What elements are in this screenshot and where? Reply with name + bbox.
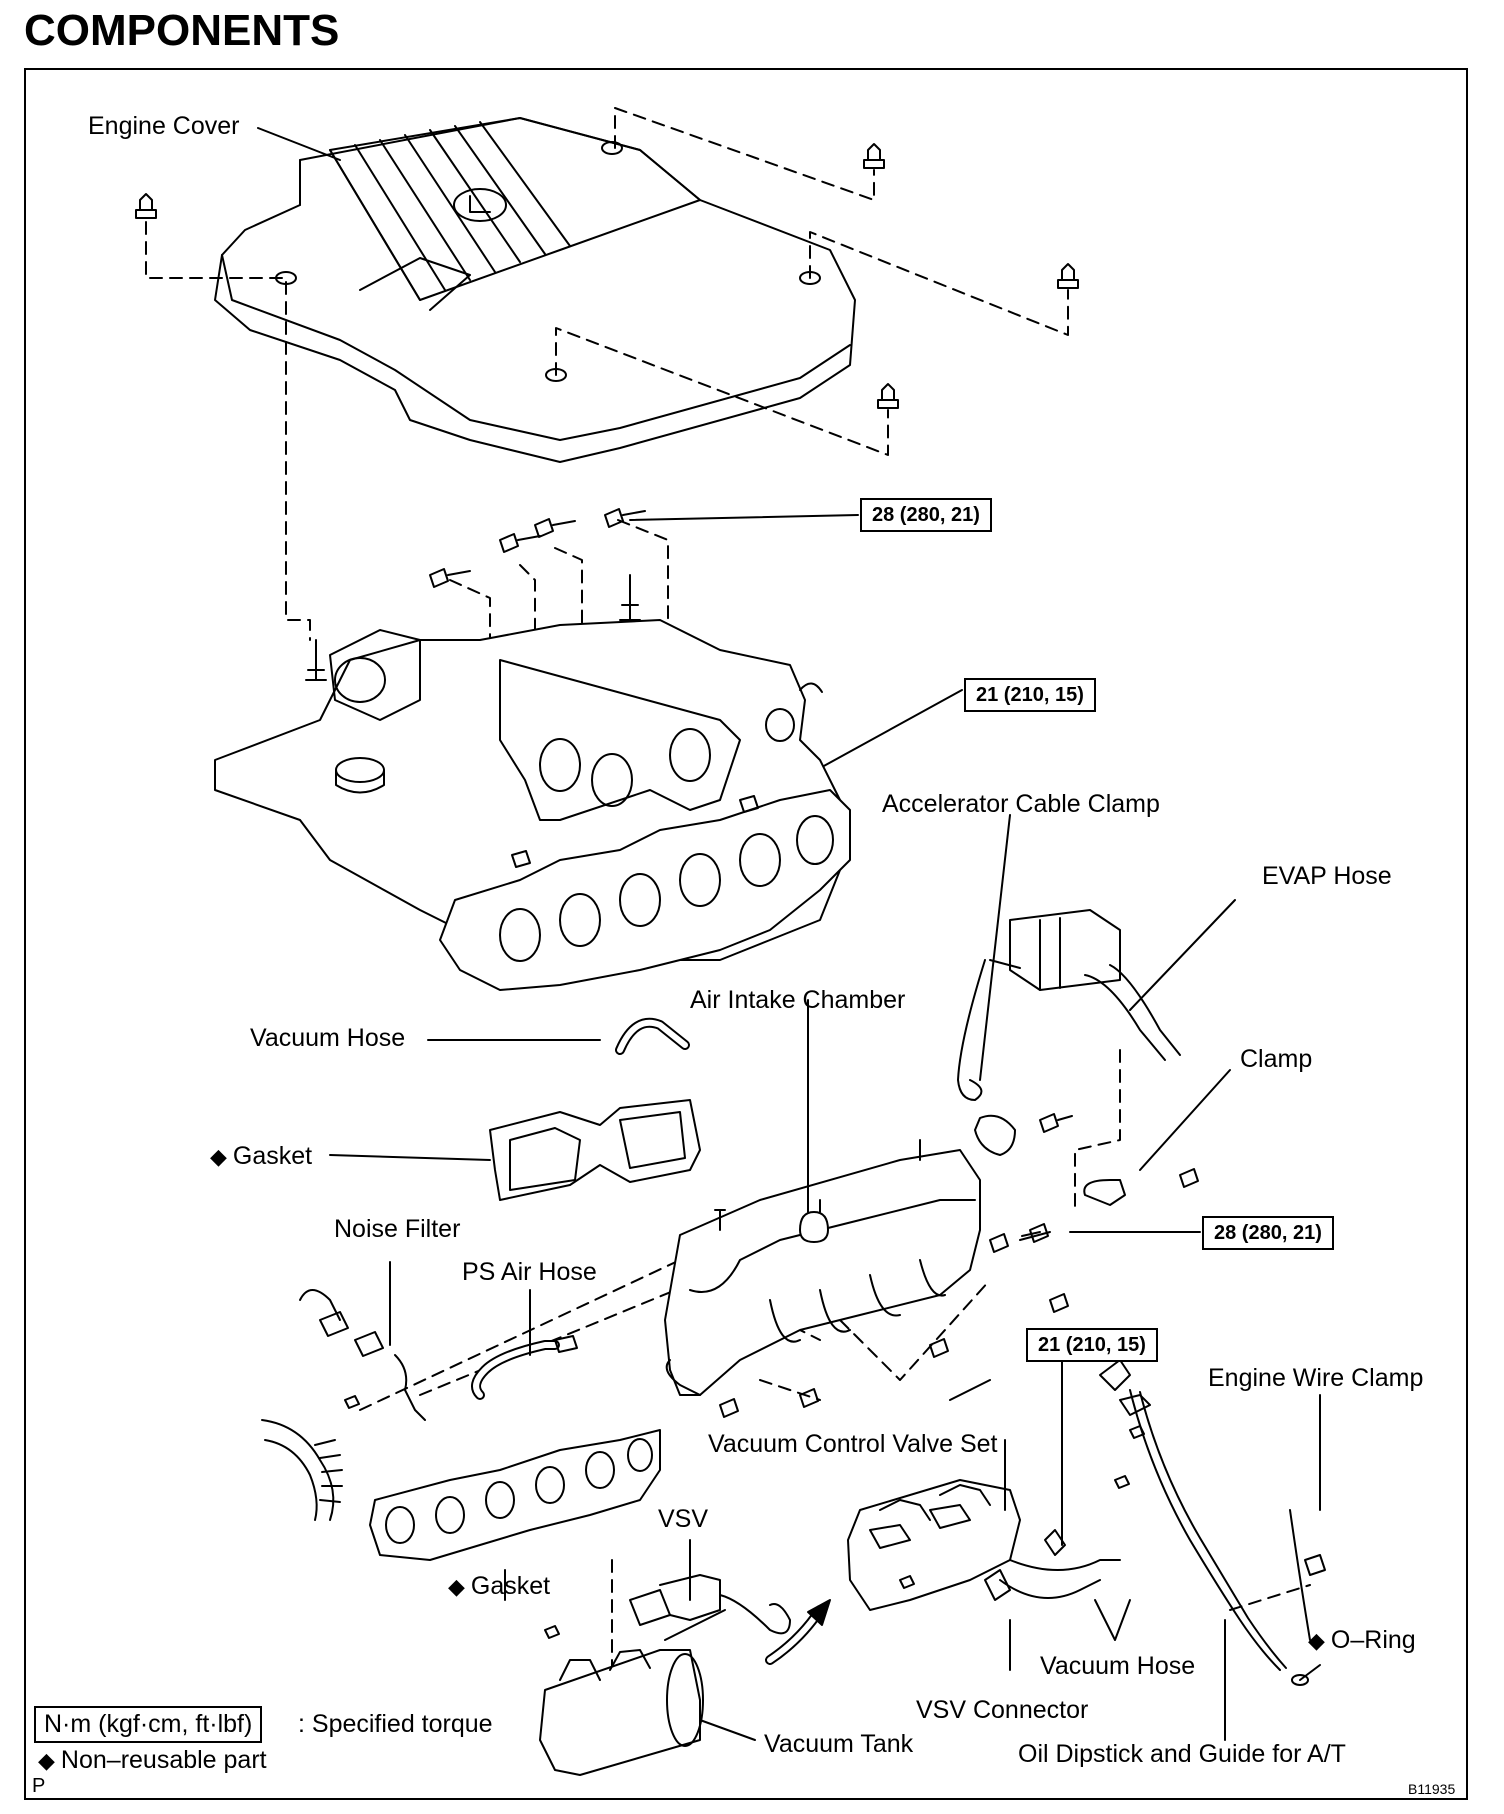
figure-code: B11935 bbox=[1408, 1781, 1456, 1797]
label-vacuum-hose-bottom: Vacuum Hose bbox=[1040, 1652, 1196, 1680]
label-ps-air-hose: PS Air Hose bbox=[462, 1258, 597, 1286]
diamond-icon: ◆ bbox=[38, 1748, 55, 1773]
vacuum-tank-drawing bbox=[539, 1625, 704, 1776]
torque-spec-box: 28 (280, 21) bbox=[1202, 1216, 1334, 1250]
diamond-icon: ◆ bbox=[210, 1144, 227, 1169]
legend-nonreusable: ◆Non–reusable part bbox=[38, 1746, 267, 1774]
diamond-icon: ◆ bbox=[448, 1574, 465, 1599]
label-vacuum-control-valve-set: Vacuum Control Valve Set bbox=[708, 1430, 998, 1458]
label-gasket-bottom: ◆Gasket bbox=[448, 1572, 551, 1600]
evap-assembly bbox=[957, 909, 1199, 1206]
gasket-lower-drawing bbox=[369, 1429, 661, 1561]
engine-block-drawing bbox=[214, 574, 851, 991]
noise-filter-drawing bbox=[299, 1289, 426, 1421]
legend-torque-text: : Specified torque bbox=[298, 1710, 493, 1738]
label-vacuum-hose-top: Vacuum Hose bbox=[250, 1024, 406, 1052]
torque-spec-box: 21 (210, 15) bbox=[1026, 1328, 1158, 1362]
label-vsv: VSV bbox=[658, 1505, 709, 1533]
label-o-ring: ◆O–Ring bbox=[1308, 1626, 1416, 1654]
diamond-icon: ◆ bbox=[1308, 1628, 1325, 1653]
torque-spec-box: 28 (280, 21) bbox=[860, 498, 992, 532]
cover-nuts bbox=[135, 143, 1079, 409]
torque-spec-box: 21 (210, 15) bbox=[964, 678, 1096, 712]
label-gasket-top: ◆Gasket bbox=[210, 1142, 313, 1170]
engine-cover-drawing bbox=[214, 117, 856, 463]
label-evap-hose: EVAP Hose bbox=[1262, 862, 1392, 890]
label-clamp: Clamp bbox=[1240, 1045, 1313, 1073]
label-vacuum-tank: Vacuum Tank bbox=[764, 1730, 914, 1758]
page-title: COMPONENTS bbox=[24, 6, 340, 55]
air-intake-chamber-drawing bbox=[664, 1139, 1069, 1418]
diagram-frame bbox=[24, 68, 1468, 1800]
label-accelerator-cable-clamp: Accelerator Cable Clamp bbox=[882, 790, 1160, 818]
label-leaders bbox=[257, 127, 1321, 1741]
vsv-drawing bbox=[629, 1574, 791, 1641]
legend-torque-unit-box: N·m (kgf·cm, ft·lbf) bbox=[34, 1706, 263, 1743]
label-vsv-connector: VSV Connector bbox=[916, 1696, 1089, 1724]
label-noise-filter: Noise Filter bbox=[334, 1215, 461, 1243]
label-air-intake-chamber: Air Intake Chamber bbox=[690, 986, 906, 1014]
gasket-upper-drawing bbox=[489, 1099, 701, 1201]
label-engine-wire-clamp: Engine Wire Clamp bbox=[1208, 1364, 1424, 1392]
vacuum-control-valve-drawing bbox=[765, 1479, 1121, 1665]
label-engine-cover: Engine Cover bbox=[88, 112, 240, 140]
footer-page-marker: P bbox=[32, 1775, 46, 1797]
corrugated-hose-drawing bbox=[261, 1419, 343, 1521]
label-oil-dipstick: Oil Dipstick and Guide for A/T bbox=[1018, 1740, 1346, 1768]
upper-bolts bbox=[429, 508, 646, 588]
oil-dipstick-drawing bbox=[1099, 1359, 1326, 1686]
